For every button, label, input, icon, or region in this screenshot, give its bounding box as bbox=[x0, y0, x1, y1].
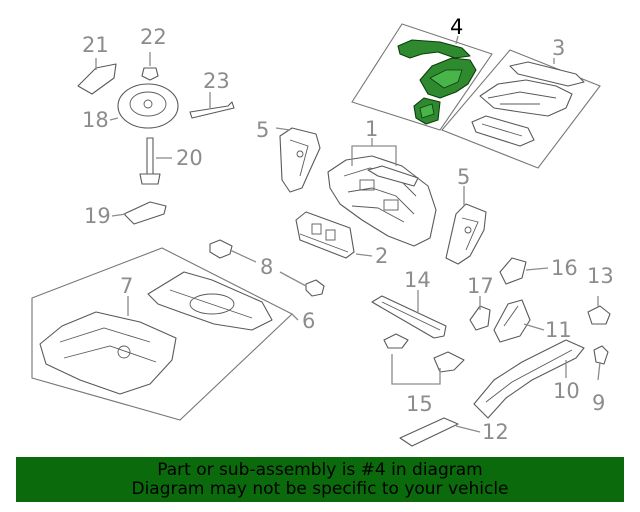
callout-11: 11 bbox=[545, 318, 572, 342]
part-4-panel[interactable] bbox=[351, 23, 493, 131]
callout-labels: 1 2 3 4 5 5 6 7 8 9 10 11 12 13 14 15 16… bbox=[82, 15, 614, 444]
callout-2: 2 bbox=[375, 244, 388, 268]
notice-line-1: Part or sub-assembly is #4 in diagram bbox=[157, 460, 483, 480]
part-17-bracket[interactable] bbox=[469, 305, 491, 331]
part-16-bracket[interactable] bbox=[499, 257, 527, 285]
part-23-rod[interactable] bbox=[189, 101, 235, 119]
part-1-center-bulkhead[interactable] bbox=[327, 155, 437, 247]
part-12-reinforcement[interactable] bbox=[399, 417, 459, 447]
part-19-bracket[interactable] bbox=[123, 201, 167, 225]
part-21-bracket[interactable] bbox=[77, 63, 117, 95]
callout-22: 22 bbox=[140, 25, 167, 49]
part-22-nut[interactable] bbox=[141, 67, 159, 81]
callout-12: 12 bbox=[482, 420, 509, 444]
callout-14: 14 bbox=[404, 268, 431, 292]
part-13-bracket[interactable] bbox=[587, 305, 611, 325]
part-10-side-rail[interactable] bbox=[473, 339, 585, 419]
callout-5-right: 5 bbox=[457, 165, 470, 189]
part-2-crossmember[interactable] bbox=[295, 211, 355, 259]
callout-20: 20 bbox=[176, 146, 203, 170]
callout-5-left: 5 bbox=[256, 118, 269, 142]
part-20-bolt[interactable] bbox=[139, 137, 161, 185]
callout-23: 23 bbox=[203, 69, 230, 93]
callout-6: 6 bbox=[302, 309, 315, 333]
part-3-rear-panel[interactable] bbox=[441, 49, 601, 169]
callout-10: 10 bbox=[553, 379, 580, 403]
part-15-brackets[interactable] bbox=[383, 333, 465, 373]
callout-8: 8 bbox=[260, 255, 273, 279]
callout-15: 15 bbox=[406, 392, 433, 416]
callout-18: 18 bbox=[82, 108, 109, 132]
leader-lines bbox=[95, 35, 601, 433]
part-14-rail[interactable] bbox=[371, 295, 447, 339]
callout-4: 4 bbox=[450, 15, 463, 39]
parts-diagram: 1 2 3 4 5 5 6 7 8 9 10 11 12 13 14 15 16… bbox=[31, 15, 614, 447]
part-7-front-floor-panel[interactable] bbox=[39, 311, 177, 395]
diagram-notice-banner: Part or sub-assembly is #4 in diagram Di… bbox=[16, 457, 624, 502]
callout-13: 13 bbox=[587, 264, 614, 288]
callout-21: 21 bbox=[82, 33, 109, 57]
callout-7: 7 bbox=[120, 274, 133, 298]
notice-line-2: Diagram may not be specific to your vehi… bbox=[131, 479, 509, 499]
part-9-clip[interactable] bbox=[593, 345, 609, 365]
part-8-pad[interactable] bbox=[209, 239, 325, 297]
callout-16: 16 bbox=[551, 256, 578, 280]
part-6-rear-floor-panel[interactable] bbox=[31, 247, 293, 421]
part-18-spare-plate[interactable] bbox=[117, 83, 179, 129]
callout-19: 19 bbox=[84, 204, 111, 228]
part-5-right-bracket[interactable] bbox=[445, 203, 487, 265]
callout-1: 1 bbox=[365, 117, 378, 141]
callout-3: 3 bbox=[552, 36, 565, 60]
part-5-left-bracket[interactable] bbox=[279, 127, 321, 193]
callout-9: 9 bbox=[592, 391, 605, 415]
callout-17: 17 bbox=[467, 274, 494, 298]
part-11-bracket[interactable] bbox=[493, 299, 531, 343]
